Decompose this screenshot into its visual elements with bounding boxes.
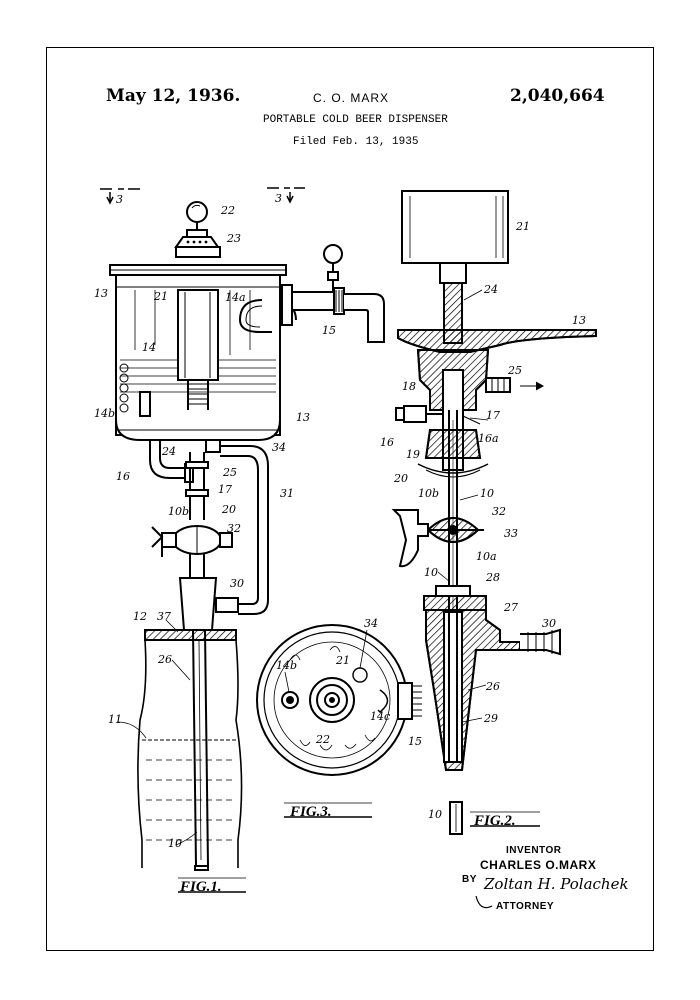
fig-1-caption: FIG.1.	[179, 879, 222, 895]
ref-10: 10	[168, 837, 182, 850]
ref-21: 21	[153, 290, 168, 303]
ref-12: 12	[133, 610, 147, 623]
ref-30-fig2: 30	[542, 617, 556, 630]
ref-25-fig2: 25	[507, 364, 522, 377]
ref-10-fig2: 10	[480, 487, 494, 500]
inventor-label: INVENTOR	[506, 845, 562, 856]
ref-14b-fig3: 14b	[276, 659, 297, 672]
ref-34-fig3: 34	[364, 617, 378, 630]
ref-10a: 10a	[476, 550, 497, 563]
ref-10b: 10b	[168, 505, 189, 518]
figure-1-drawing	[109, 201, 385, 871]
figure-1-leaders	[117, 619, 198, 846]
patent-title: PORTABLE COLD BEER DISPENSER	[263, 114, 448, 126]
ref-34: 34	[272, 441, 286, 454]
figure-2-drawing	[391, 190, 597, 835]
ref-30: 30	[230, 577, 244, 590]
ref-22: 22	[220, 204, 235, 217]
ref-14c-fig3: 14c	[370, 710, 390, 723]
figure-3-labels: 34 14b 21 14c 22 15	[276, 617, 422, 748]
ref-26-fig2: 26	[485, 680, 500, 693]
ref-21-fig3: 21	[335, 654, 350, 667]
ref-13: 13	[94, 287, 108, 300]
attorney-label: ATTORNEY	[496, 901, 554, 912]
inventor-name: CHARLES O.MARX	[480, 858, 596, 872]
ref-21-fig2: 21	[515, 220, 530, 233]
ref-14: 14	[142, 341, 156, 354]
figure-3-leaders	[284, 629, 368, 693]
section-mark-left	[100, 188, 140, 205]
ref-29: 29	[483, 712, 498, 725]
ref-19: 19	[406, 448, 420, 461]
ref-14b: 14b	[94, 407, 115, 420]
attorney-signature: Zoltan H. Polachek	[483, 875, 629, 893]
ref-18: 18	[402, 380, 416, 393]
signature-flourish	[475, 895, 493, 909]
ref-24-fig2: 24	[483, 283, 498, 296]
figure-1-labels: 22 23 13 21 14a 14 14b 15 13 24 34 25 16…	[94, 204, 336, 850]
ref-15: 15	[322, 324, 336, 337]
ref-13-fig2: 13	[572, 314, 586, 327]
figure-2-leaders	[437, 289, 489, 723]
patent-date: May 12, 1936.	[106, 86, 241, 106]
by-label: BY	[462, 874, 477, 885]
ref-10-fig2b: 10	[424, 566, 438, 579]
figure-caption-marks	[178, 802, 540, 893]
ref-14a: 14a	[225, 291, 246, 304]
ref-37: 37	[157, 610, 171, 623]
section-mark-left-label: 3	[116, 193, 123, 206]
ref-10-fig2c: 10	[428, 808, 442, 821]
ref-28: 28	[485, 571, 500, 584]
figure-2-labels: 21 24 13 18 25 17 16 16a 19 20 10b 10 32…	[380, 220, 586, 821]
fig-2-caption: FIG.2.	[473, 813, 516, 829]
ref-27: 27	[503, 601, 518, 614]
ref-26: 26	[157, 653, 172, 666]
ref-24: 24	[161, 445, 176, 458]
ref-17: 17	[218, 483, 232, 496]
filed-date: Filed Feb. 13, 1935	[293, 136, 419, 148]
section-mark-right	[267, 187, 305, 204]
ref-20-fig2: 20	[393, 472, 408, 485]
ref-23: 23	[226, 232, 241, 245]
ref-32: 32	[227, 522, 241, 535]
ref-25: 25	[222, 466, 237, 479]
ref-33: 33	[504, 527, 518, 540]
ref-16-fig2: 16	[380, 436, 394, 449]
ref-15-fig3: 15	[408, 735, 422, 748]
ref-13b: 13	[296, 411, 310, 424]
ref-16: 16	[116, 470, 130, 483]
ref-10b-fig2: 10b	[418, 487, 439, 500]
ref-16a: 16a	[478, 432, 499, 445]
patent-number: 2,040,664	[510, 86, 605, 106]
ref-31: 31	[280, 487, 294, 500]
ref-17-fig2: 17	[486, 409, 500, 422]
figure-3-drawing	[256, 624, 422, 776]
ref-22-fig3: 22	[315, 733, 330, 746]
ref-20: 20	[221, 503, 236, 516]
ref-32-fig2: 32	[492, 505, 506, 518]
ref-11: 11	[108, 713, 122, 726]
fig-3-caption: FIG.3.	[289, 804, 332, 820]
inventor-header: C. O. MARX	[313, 91, 390, 105]
section-mark-right-label: 3	[275, 192, 282, 205]
